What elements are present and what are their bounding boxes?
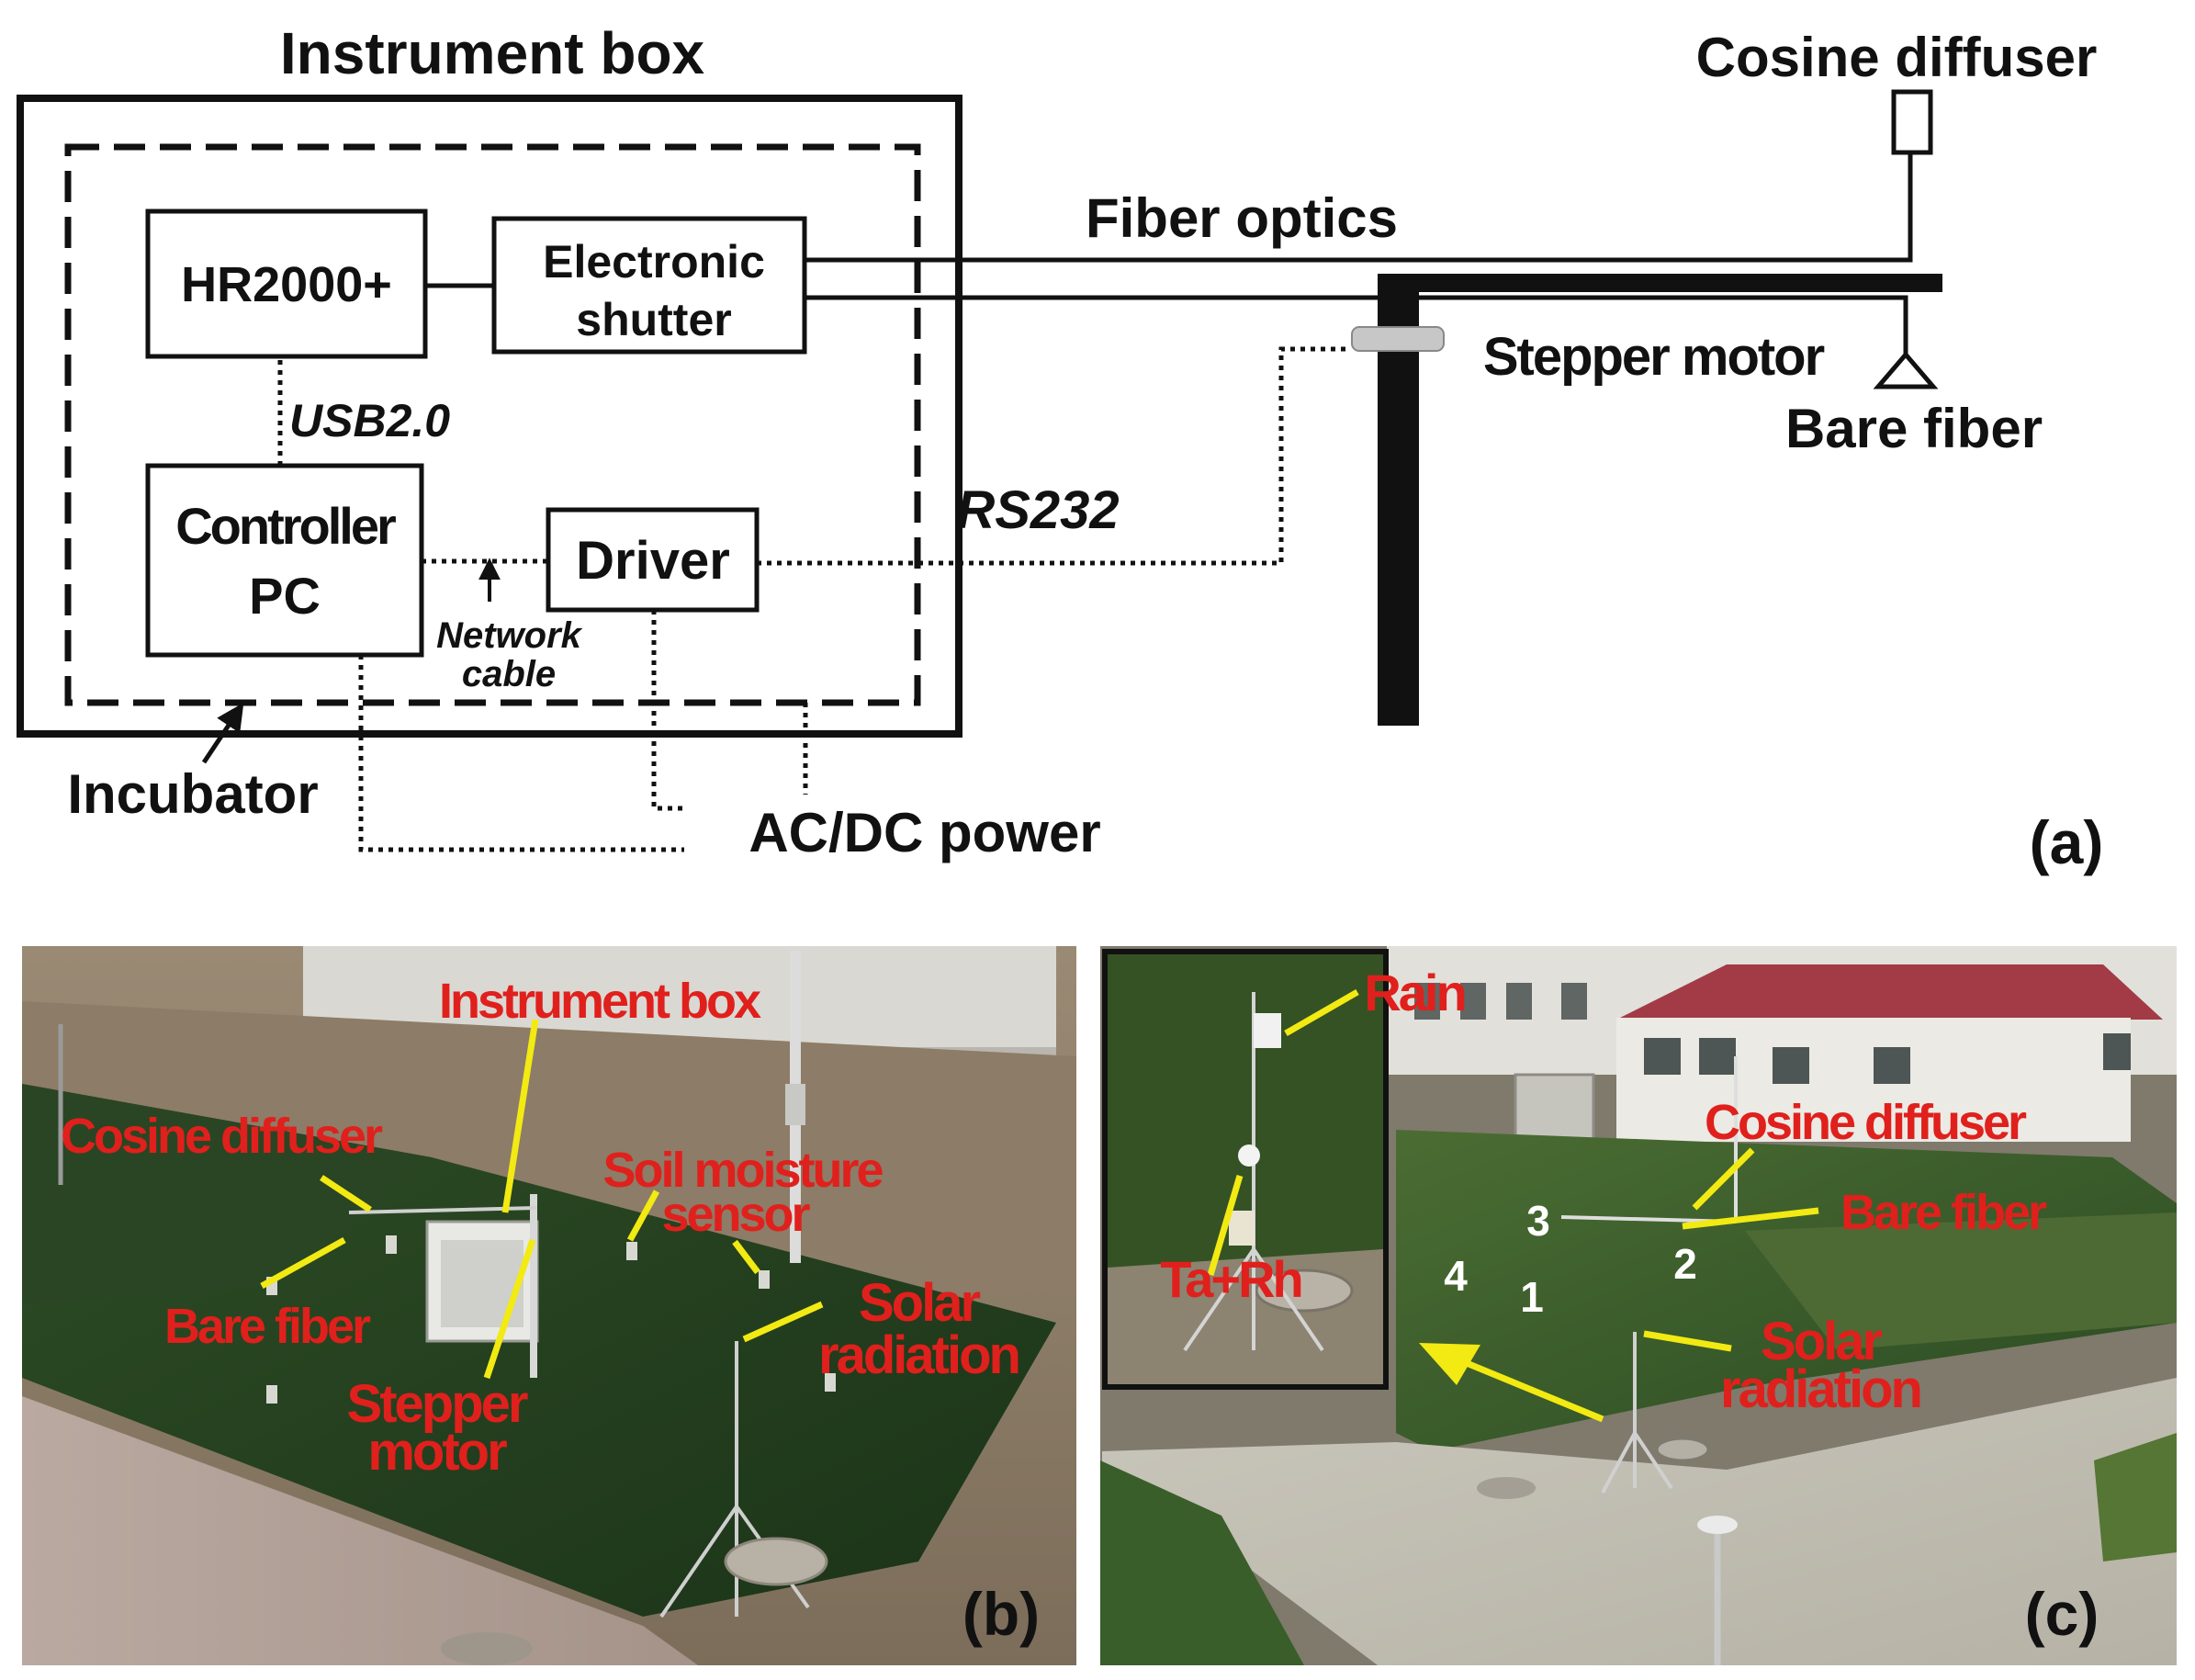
- num-1: 1: [1520, 1273, 1544, 1321]
- power-cable-pc: [358, 655, 684, 852]
- yellow-arrows-c: [1207, 988, 1819, 1423]
- inset-tripod: [1183, 992, 1324, 1352]
- fiber-optics-label: Fiber optics: [1086, 187, 1398, 249]
- label-soil-moisture-line1: Soil moisture: [602, 1143, 883, 1198]
- label-stepper-line2-b: motor: [367, 1422, 507, 1482]
- label-cosine-diffuser-b: Cosine diffuser: [61, 1109, 383, 1164]
- electronic-shutter-line2: shutter: [576, 294, 731, 345]
- windows: [1414, 983, 1587, 1020]
- label-ta-rh: Ta+Rh: [1160, 1250, 1301, 1308]
- house-windows: [1644, 1033, 2131, 1084]
- brick-path: [22, 1396, 698, 1665]
- hr2000-box: [145, 209, 428, 359]
- cosine-diffuser-label: Cosine diffuser: [1696, 27, 2098, 88]
- stepper-motor-symbol: [1351, 326, 1445, 352]
- inset-manhole: [1255, 1268, 1354, 1313]
- mast-arm: [1378, 274, 1942, 292]
- controller-line1: Controller: [175, 497, 396, 555]
- label-stepper-line1-b: Stepper: [347, 1374, 528, 1434]
- rain-gauge: [1254, 1013, 1281, 1048]
- network-line1: Network: [436, 615, 583, 656]
- bare-fiber-label: Bare fiber: [1785, 398, 2043, 459]
- wheat-field-left: [22, 1084, 432, 1304]
- fiber-optic-upper: [805, 154, 1913, 263]
- sensor-post: [266, 1385, 277, 1404]
- driver-label: Driver: [576, 531, 730, 591]
- label-solar-line1-b: Solar: [859, 1273, 980, 1333]
- controller-pc-box: [145, 463, 424, 658]
- yellow-arrows-b: [260, 1019, 824, 1380]
- mast-photo: [530, 1194, 537, 1378]
- rs232-label: RS232: [956, 480, 1119, 540]
- label-solar-line2-c: radiation: [1720, 1359, 1920, 1419]
- power-cable-driver: [651, 610, 684, 811]
- solar-tripod-c: [1601, 1332, 1673, 1494]
- label-instrument-box-b: Instrument box: [439, 974, 761, 1029]
- label-bare-fiber-c: Bare fiber: [1840, 1185, 2047, 1240]
- manhole-c2: [1477, 1477, 1536, 1499]
- ta-rh-sensor: [1229, 1211, 1255, 1246]
- fiber-optic-lower: [805, 295, 1908, 358]
- label-solar-line2-b: radiation: [818, 1325, 1019, 1385]
- hr2000-label: HR2000+: [181, 257, 392, 312]
- red-roof: [1616, 964, 2163, 1020]
- electronic-shutter-box: [491, 216, 807, 355]
- grass-corner: [2094, 1433, 2177, 1562]
- incubator-outline: [64, 143, 921, 706]
- panel-a-letter: (a): [2030, 808, 2104, 876]
- ta-rh-shield: [1238, 1144, 1260, 1167]
- usb-label: USB2.0: [289, 395, 450, 446]
- bare-soil-field: [22, 1001, 1076, 1286]
- stepper-motor-label: Stepper motor: [1483, 327, 1825, 387]
- vegetable-plot: [1100, 1460, 1304, 1665]
- manhole-b: [724, 1537, 828, 1586]
- incubator-pointer: [201, 703, 244, 764]
- maize-field: [1396, 1130, 2177, 1451]
- panel-b-photo: Instrument box Cosine diffuser Soil mois…: [22, 946, 1076, 1665]
- manhole-b2: [441, 1632, 533, 1665]
- incubator-label: Incubator: [67, 763, 318, 825]
- concrete-path: [1102, 1378, 2177, 1665]
- big-arrow-head-c: [1419, 1343, 1480, 1385]
- label-solar-line1-c: Solar: [1761, 1312, 1882, 1371]
- manhole-c: [1655, 1437, 1710, 1462]
- cosine-diffuser-symbol: [1891, 89, 1933, 155]
- bare-fiber-symbol: [1873, 351, 1939, 389]
- controller-line2: PC: [249, 567, 321, 625]
- sensor-post: [759, 1270, 770, 1289]
- num-3: 3: [1526, 1197, 1550, 1245]
- panel-c-photo: Rain Ta+Rh Cosine diffuser Bare fiber So…: [1100, 946, 2177, 1665]
- electronic-shutter-line1: Electronic: [543, 236, 765, 288]
- label-soil-moisture-line2: sensor: [661, 1187, 810, 1242]
- num-4: 4: [1444, 1252, 1468, 1300]
- short-crop-right: [1745, 1212, 2177, 1350]
- lamp-head: [1697, 1516, 1738, 1534]
- network-line2: cable: [462, 654, 556, 694]
- sensor-post: [825, 1373, 836, 1392]
- label-bare-fiber-b: Bare fiber: [164, 1299, 371, 1354]
- label-cosine-diffuser-c: Cosine diffuser: [1705, 1095, 2027, 1150]
- sensor-post: [386, 1235, 397, 1254]
- power-label: AC/DC power: [749, 802, 1100, 863]
- pole-box: [785, 1084, 805, 1125]
- panel-b-letter: (b): [962, 1580, 1040, 1648]
- panel-a-schematic: Instrument box HR2000+ Electronic shutte…: [17, 20, 2104, 876]
- instrument-box-outline: [17, 95, 962, 738]
- num-2: 2: [1673, 1240, 1697, 1288]
- sensor-post: [626, 1242, 637, 1260]
- label-rain: Rain: [1364, 964, 1464, 1021]
- instrument-box-title: Instrument box: [280, 20, 705, 86]
- panel-c-letter: (c): [2025, 1580, 2099, 1648]
